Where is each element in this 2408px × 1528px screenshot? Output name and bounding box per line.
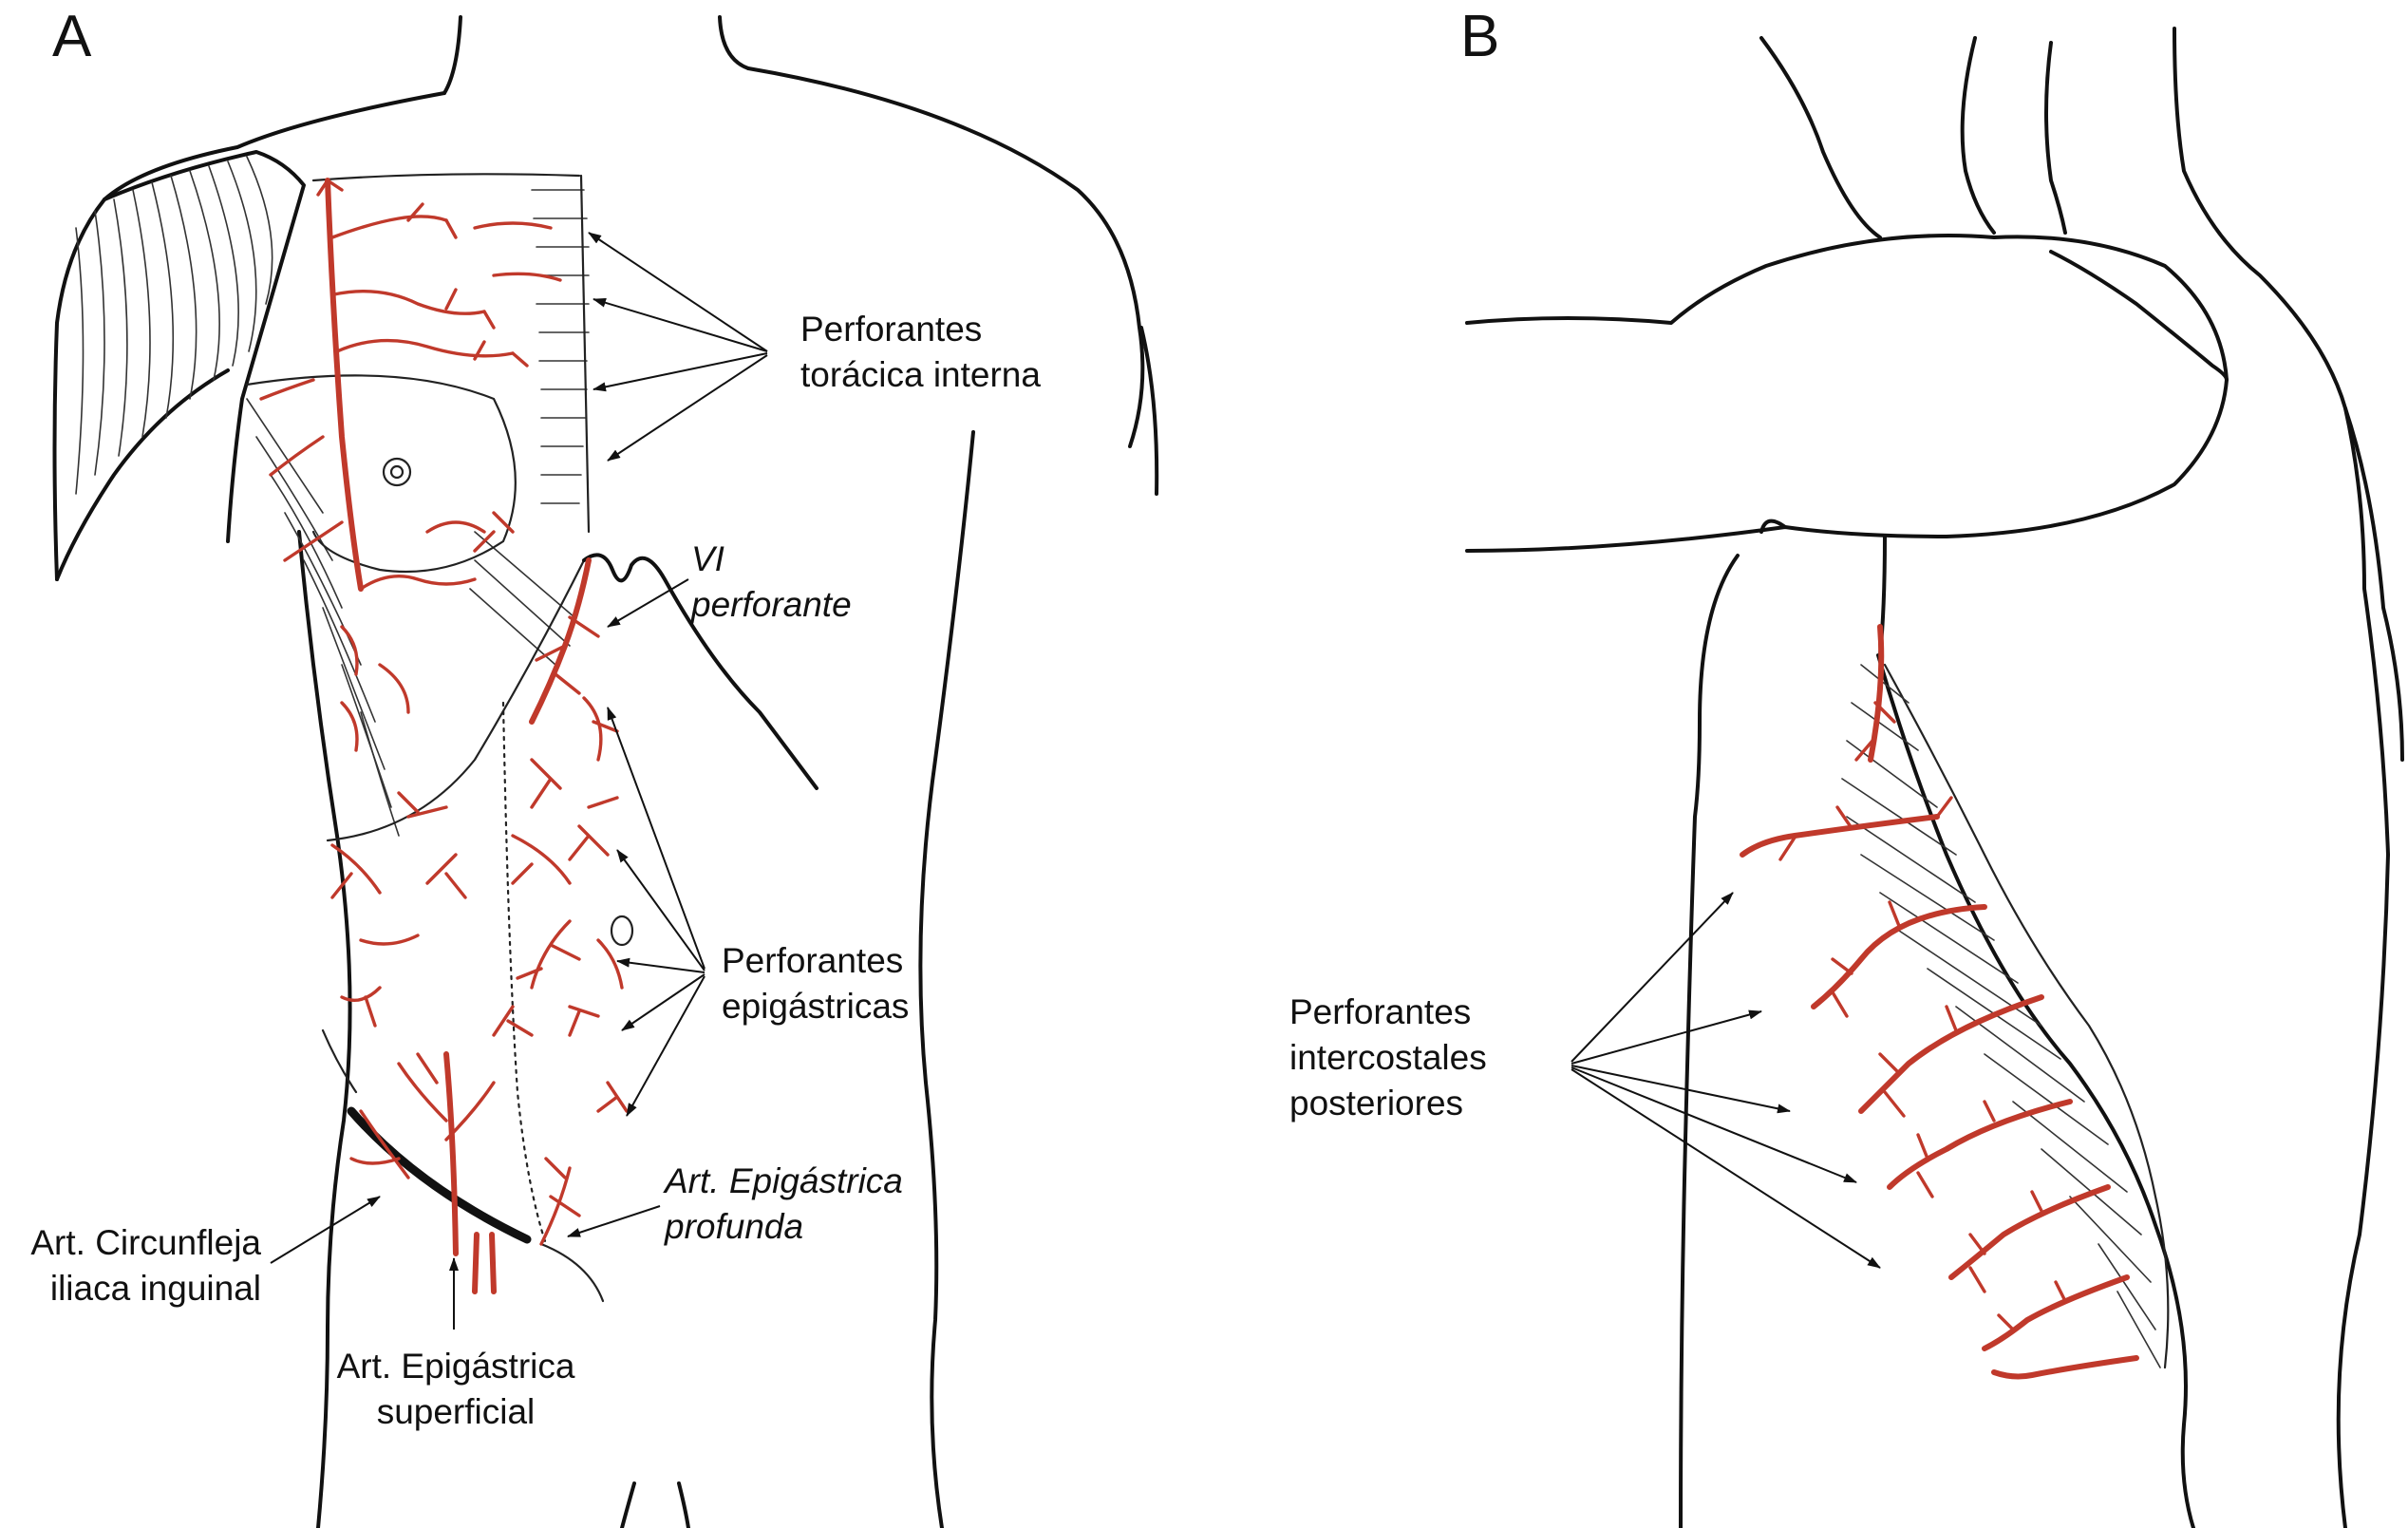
label-art-epigastrica-profunda: Art. Epigástrica profunda [665,1161,903,1246]
panel-b-arrows [1571,892,1881,1269]
label-art-epigastrica-superficial: Art. Epigástrica superficial [336,1347,575,1431]
label-perforantes-intercostales-posteriores: Perforantes intercostales posteriores [1289,992,1487,1122]
panel-a-arrows [270,232,768,1330]
label-perforantes-toracica-interna: Perforantes torácica interna [800,310,1041,394]
torso-front-vessels [259,178,629,1294]
panel-b-letter: B [1460,4,1500,69]
torso-front-drawing [52,15,1159,1528]
label-vi-perforante: VI perforante [691,539,852,624]
deltoid-hatch [75,156,273,495]
panel-a-letter: A [52,4,92,69]
sternal-hatch [469,189,590,666]
torso-lateral-drawing [1465,27,2404,1528]
label-art-circunfleja-iliaca-inguinal: Art. Circunfleja iliaca inguinal [30,1223,261,1308]
lateral-hatch [1841,664,2161,1368]
lateral-chest-hatch [246,398,400,837]
lateral-vessels [1740,624,2139,1380]
label-perforantes-epigastricas: Perforantes epigástricas [722,941,910,1026]
